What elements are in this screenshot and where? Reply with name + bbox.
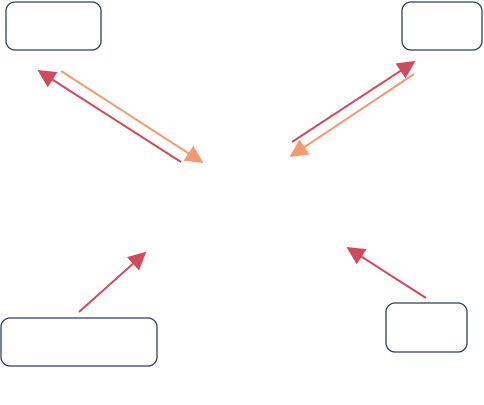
arrow-center-to-top-left bbox=[37, 70, 182, 163]
arrow-bottom-right-to-center bbox=[346, 247, 427, 299]
arrow-top-right-to-center bbox=[289, 73, 415, 157]
box-bottom-left bbox=[0, 317, 158, 367]
box-top-right bbox=[401, 1, 483, 51]
box-top-left bbox=[5, 1, 102, 51]
box-bottom-right bbox=[385, 302, 468, 353]
arrow-top-left-to-center bbox=[60, 70, 204, 163]
arrow-center-to-top-right bbox=[291, 61, 416, 143]
arrow-bottom-left-to-center bbox=[78, 251, 147, 313]
